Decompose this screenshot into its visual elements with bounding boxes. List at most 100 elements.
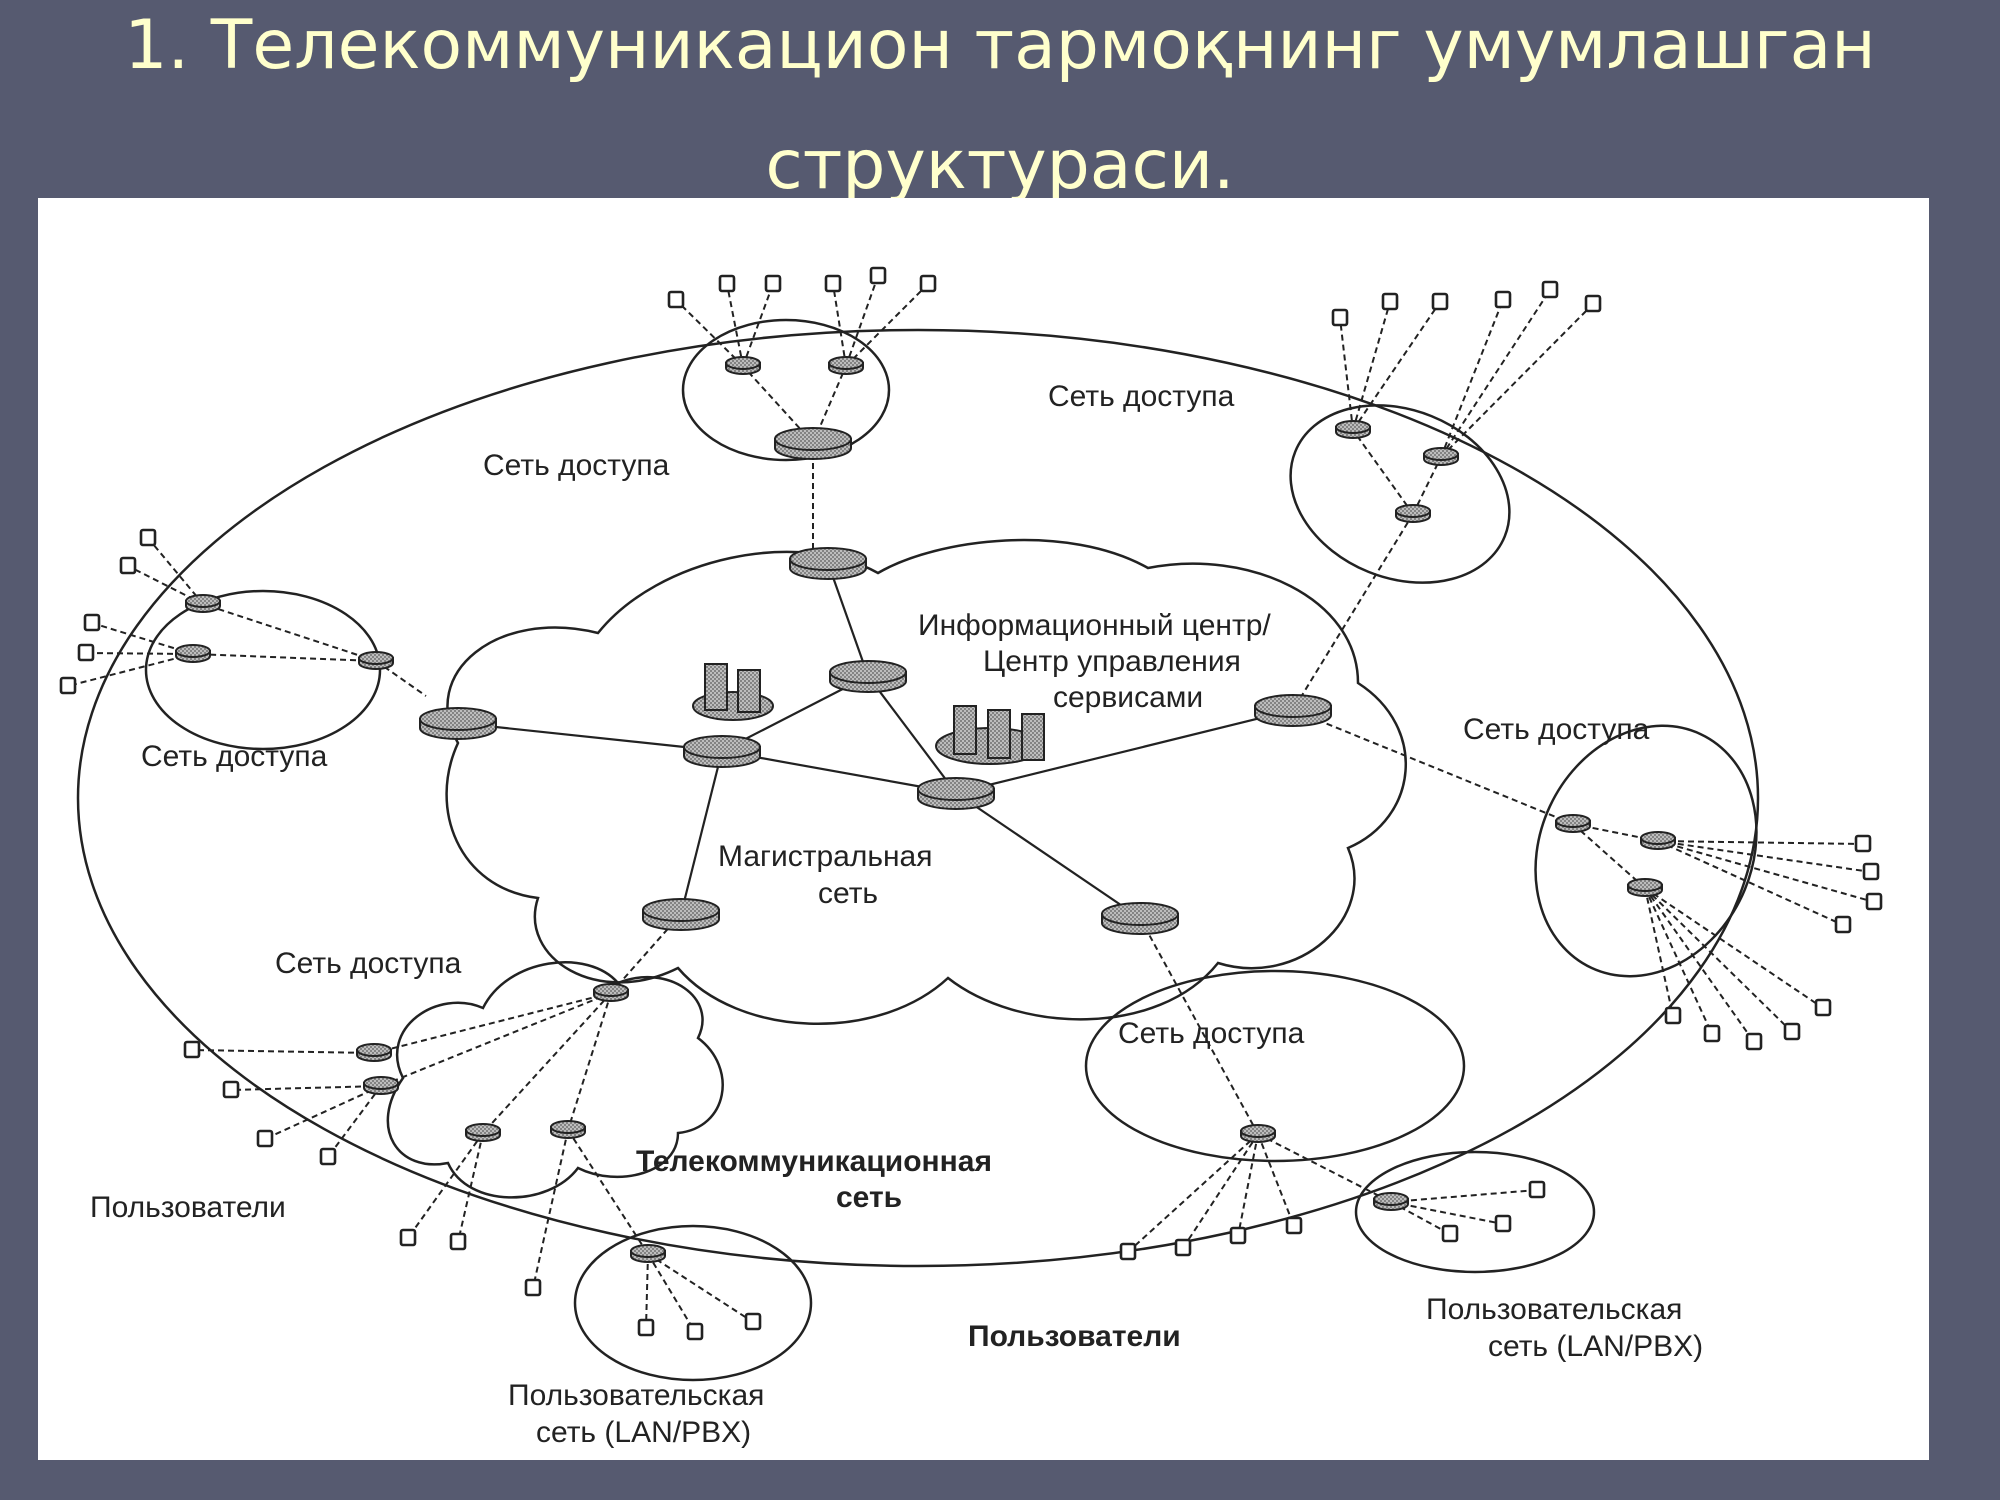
user-lan-left xyxy=(573,1224,813,1382)
user-terminal xyxy=(139,528,157,547)
user-terminal xyxy=(764,274,782,293)
label-access-right: Сеть доступа xyxy=(1463,713,1650,746)
router-node xyxy=(465,1123,501,1142)
router-node xyxy=(363,1076,399,1095)
user-terminal xyxy=(1331,308,1349,327)
label-users-bottom: Пользователи xyxy=(968,1320,1181,1353)
router-node xyxy=(1373,1192,1409,1211)
label-info-center-line-3: сервисами xyxy=(1053,681,1203,714)
router-node xyxy=(774,427,852,460)
telecom-network-boundary xyxy=(76,328,1760,1268)
user-terminal xyxy=(83,613,101,632)
user-terminal xyxy=(869,266,887,285)
label-info-center-line-2: Центр управления xyxy=(983,645,1241,678)
label-backbone-line-2: сеть xyxy=(818,877,878,910)
user-terminal xyxy=(718,274,736,293)
user-terminal xyxy=(77,643,95,662)
router-node xyxy=(630,1244,666,1263)
user-terminal xyxy=(1494,1214,1512,1233)
router-node xyxy=(789,547,867,580)
user-terminal xyxy=(319,1147,337,1166)
label-user-net-right-line-1: Пользовательская xyxy=(1426,1293,1682,1326)
user-terminal xyxy=(1814,998,1832,1017)
user-terminal xyxy=(686,1322,704,1341)
router-node xyxy=(828,356,864,375)
label-access-top-right: Сеть доступа xyxy=(1048,380,1235,413)
router-node xyxy=(1395,504,1431,523)
user-terminal xyxy=(1431,292,1449,311)
router-node xyxy=(419,707,497,740)
user-lan-right xyxy=(1354,1150,1596,1274)
access-network-top xyxy=(681,318,891,462)
user-terminal xyxy=(1174,1238,1192,1257)
user-terminal xyxy=(449,1232,467,1251)
access-network-cloud-bottom-left xyxy=(386,961,724,1199)
label-users-left: Пользователи xyxy=(90,1191,286,1224)
access-network-right xyxy=(1534,724,1758,978)
user-terminal xyxy=(1783,1022,1801,1041)
user-terminal xyxy=(1528,1180,1546,1199)
user-terminal xyxy=(399,1228,417,1247)
router-node xyxy=(1640,831,1676,850)
router-node xyxy=(917,777,995,810)
access-network-bottom xyxy=(1084,969,1466,1163)
router-node xyxy=(550,1120,586,1139)
backbone-cloud xyxy=(445,538,1407,1026)
user-terminal xyxy=(1541,280,1559,299)
router-node xyxy=(642,898,720,931)
router-node xyxy=(829,660,907,693)
user-terminal xyxy=(1381,292,1399,311)
router-node xyxy=(185,594,221,613)
router-node xyxy=(1627,878,1663,897)
label-telecom-line-1: Телекоммуникационная xyxy=(636,1145,992,1178)
router-node xyxy=(1254,694,1332,727)
user-terminal xyxy=(183,1040,201,1059)
user-terminal xyxy=(1854,834,1872,853)
router-node xyxy=(683,735,761,768)
router-nodes xyxy=(175,356,1676,1263)
user-terminal xyxy=(1664,1006,1682,1025)
user-terminal xyxy=(1229,1226,1247,1245)
user-terminal xyxy=(1834,915,1852,934)
user-terminal xyxy=(1584,294,1602,313)
server-group-2 xyxy=(935,705,1045,765)
slide-title-line-1: 1. Телекоммуникацион тармоқнинг умумлашг… xyxy=(124,6,1876,85)
label-backbone-line-1: Магистральная xyxy=(718,840,932,873)
label-access-left: Сеть доступа xyxy=(141,740,328,773)
user-terminal xyxy=(59,676,77,695)
slide-title-line-2: структураси. xyxy=(765,126,1235,205)
router-node xyxy=(725,356,761,375)
user-terminal xyxy=(1865,892,1883,911)
user-terminal xyxy=(256,1129,274,1148)
label-access-bottom-left: Сеть доступа xyxy=(275,947,462,980)
user-terminal xyxy=(667,290,685,309)
terminal-links xyxy=(67,275,1875,1333)
user-terminals xyxy=(59,266,1883,1341)
user-terminal xyxy=(1862,862,1880,881)
access-network-left xyxy=(144,589,382,751)
router-node xyxy=(1240,1124,1276,1143)
label-user-net-left-line-1: Пользовательская xyxy=(508,1379,764,1412)
router-node xyxy=(1101,902,1179,935)
label-user-net-left-line-2: сеть (LAN/PBX) xyxy=(536,1416,751,1449)
diagram-panel: Сеть доступа Сеть доступа Сеть доступа С… xyxy=(38,198,1929,1460)
user-terminal xyxy=(1703,1024,1721,1043)
user-terminal xyxy=(744,1312,762,1331)
user-terminal xyxy=(222,1080,240,1099)
user-terminal xyxy=(119,556,137,575)
router-node xyxy=(175,644,211,663)
access-links xyxy=(192,365,1659,1255)
slide-title: 1. Телекоммуникацион тармоқнинг умумлашг… xyxy=(0,0,2000,226)
user-terminal xyxy=(1119,1242,1137,1261)
label-user-net-right-line-2: сеть (LAN/PBX) xyxy=(1488,1330,1703,1363)
user-terminal xyxy=(1494,290,1512,309)
user-terminal xyxy=(637,1318,655,1337)
label-telecom-line-2: сеть xyxy=(836,1181,902,1214)
user-terminal xyxy=(524,1278,542,1297)
label-access-bottom: Сеть доступа xyxy=(1118,1017,1305,1050)
router-node xyxy=(1335,420,1371,439)
user-terminal xyxy=(1285,1216,1303,1235)
user-terminal xyxy=(1745,1032,1763,1051)
label-access-top: Сеть доступа xyxy=(483,449,670,482)
network-diagram: Сеть доступа Сеть доступа Сеть доступа С… xyxy=(59,266,1883,1449)
